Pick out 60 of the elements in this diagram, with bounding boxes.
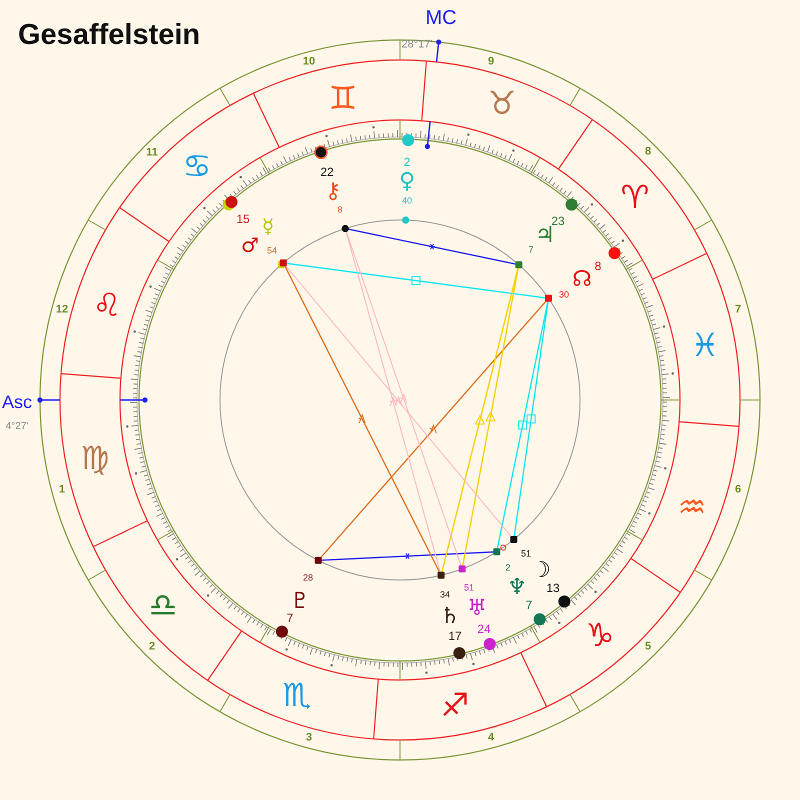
planet-symbol: ☊	[572, 269, 592, 291]
planet-symbol: ☽	[531, 560, 551, 582]
planet-degree: 23	[551, 215, 565, 227]
planet-minute: 28	[303, 574, 313, 582]
planet-symbol: ⚷	[324, 181, 342, 203]
planet-degree: 24	[477, 623, 491, 635]
zodiac-sign-symbol: ♐	[440, 689, 470, 721]
planet-degree: 22	[320, 166, 334, 178]
house-number: 6	[734, 484, 742, 496]
house-number: 9	[488, 56, 494, 68]
house-number: 8	[644, 146, 652, 158]
planet-minute: 51	[464, 584, 474, 592]
house-number: 10	[302, 56, 316, 68]
planet-symbol: ♀	[398, 171, 416, 193]
planet-minute: 40	[402, 196, 412, 206]
planet-minute: 7	[528, 246, 534, 254]
zodiac-sign-symbol: ♌	[92, 289, 122, 321]
planet-minute: 30	[559, 290, 569, 300]
planet-symbol: ♄	[440, 606, 460, 628]
planet-symbol: ♃	[535, 225, 555, 247]
planet-degree: 17	[448, 630, 462, 642]
planet-degree: 8	[594, 260, 602, 272]
angle-label: MC	[425, 8, 457, 28]
planet-symbol: ☿	[262, 216, 274, 236]
zodiac-sign-symbol: ♒	[678, 491, 706, 523]
house-number: 12	[56, 304, 68, 316]
house-number: 2	[148, 642, 156, 652]
planet-degree: 15	[236, 213, 250, 225]
house-number: 7	[734, 304, 742, 316]
planet-degree: 2	[404, 156, 410, 168]
zodiac-sign-symbol: ♑	[586, 619, 614, 651]
zodiac-sign-symbol: ♊	[328, 82, 358, 114]
planet-degree: 7	[286, 612, 294, 624]
house-number: 5	[644, 642, 652, 652]
house-number: 3	[306, 732, 312, 744]
zodiac-sign-symbol: ♋	[182, 150, 212, 182]
planet-minute: 51	[521, 550, 531, 558]
chart-title: Gesaffelstein	[18, 21, 200, 50]
zodiac-sign-symbol: ♎	[148, 589, 178, 621]
planet-degree: 7	[526, 599, 532, 611]
planet-degree: 13	[546, 582, 560, 594]
zodiac-sign-symbol: ♉	[488, 87, 516, 119]
angle-degree: 4°27'	[6, 422, 28, 432]
planet-symbol: ♇	[290, 591, 310, 613]
zodiac-sign-symbol: ♍	[80, 442, 110, 474]
angle-degree: 28°17'	[402, 40, 432, 50]
zodiac-sign-symbol: ♓	[690, 329, 720, 361]
planet-symbol: ♆	[507, 577, 527, 599]
house-number: 4	[488, 732, 494, 744]
planet-symbol: ♂	[241, 235, 259, 255]
house-number: 1	[58, 484, 66, 496]
planet-symbol: ♅	[467, 598, 487, 620]
planet-minute: 2	[506, 564, 510, 572]
angle-label: Asc	[2, 393, 32, 411]
planet-minute: 34	[440, 590, 450, 600]
zodiac-sign-symbol: ♏	[282, 679, 312, 711]
planet-minute: 8	[338, 206, 342, 214]
house-number: 11	[146, 148, 158, 158]
zodiac-sign-symbol: ♈	[620, 181, 650, 213]
planet-minute: 54	[267, 246, 277, 256]
